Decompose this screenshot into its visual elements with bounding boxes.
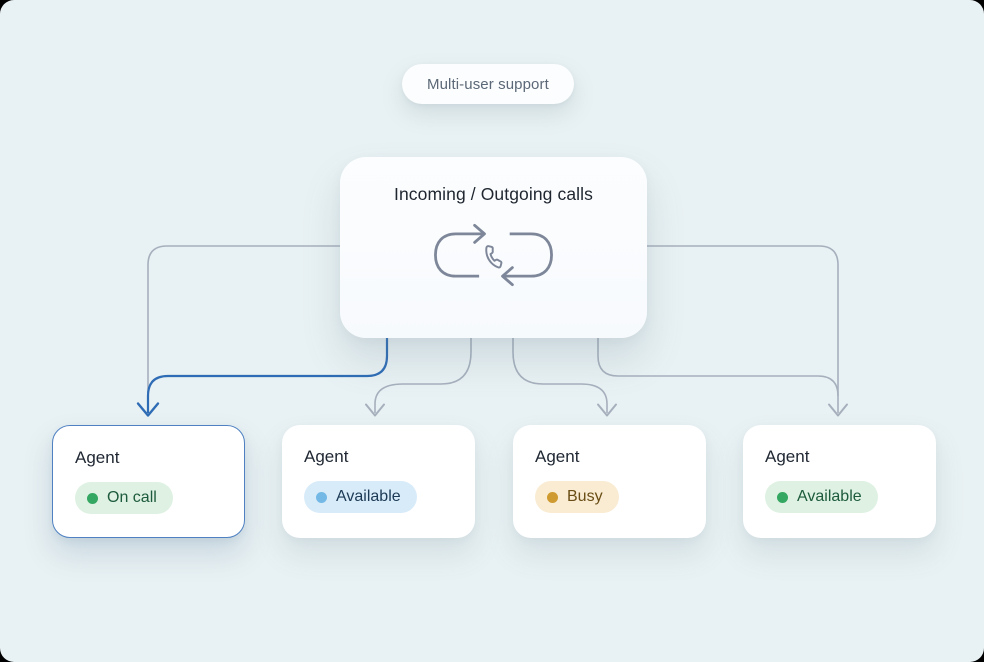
connector-hub-left-to-agent-1 — [147, 245, 340, 402]
agent-status-label: Available — [336, 488, 401, 505]
agent-card-title: Agent — [535, 447, 580, 466]
agent-status-label: Available — [797, 488, 862, 505]
agent-status-badge: On call — [75, 482, 173, 514]
phone-icon — [485, 245, 503, 269]
agent-status-badge: Available — [304, 481, 417, 513]
connector-active-route-to-agent-1 — [146, 338, 389, 413]
arrowhead-agent-2 — [365, 403, 385, 417]
connector-hub-right-to-agent-4 — [647, 245, 839, 413]
agent-card-title: Agent — [75, 448, 120, 467]
incoming-arrowhead — [473, 223, 486, 244]
agent-card: Agent Busy — [513, 425, 706, 538]
agent-card: Agent Available — [282, 425, 475, 538]
agent-card-title: Agent — [765, 447, 810, 466]
agent-card-title: Agent — [304, 447, 349, 466]
arrowhead-agent-4 — [828, 403, 848, 417]
agent-card: Agent Available — [743, 425, 936, 538]
status-dot-icon — [316, 491, 327, 503]
connector-hub-to-agent-3 — [512, 338, 608, 413]
outgoing-arrowhead — [501, 266, 514, 287]
status-dot-icon — [547, 491, 558, 503]
outgoing-arrow-loop — [504, 232, 553, 278]
feature-badge: Multi-user support — [402, 64, 574, 104]
status-dot-icon — [87, 492, 98, 504]
connector-hub-to-agent-2 — [374, 338, 472, 413]
agent-card: Agent On call — [52, 425, 245, 538]
agent-status-badge: Busy — [535, 481, 619, 513]
agent-status-badge: Available — [765, 481, 878, 513]
agent-status-label: On call — [107, 489, 157, 506]
call-cycle-icon-svg — [434, 223, 553, 287]
arrowhead-agent-1-active — [136, 402, 160, 417]
hub-card-title: Incoming / Outgoing calls — [394, 184, 593, 204]
agent-status-label: Busy — [567, 488, 603, 505]
call-cycle-icon — [340, 222, 647, 293]
arrowhead-agent-3 — [597, 403, 617, 417]
incoming-arrow-loop — [434, 232, 483, 278]
status-dot-icon — [777, 491, 788, 503]
feature-badge-label: Multi-user support — [427, 75, 549, 93]
incoming-outgoing-calls-card: Incoming / Outgoing calls — [340, 157, 647, 338]
connector-hub-bottom-to-agent-4 — [597, 338, 839, 397]
